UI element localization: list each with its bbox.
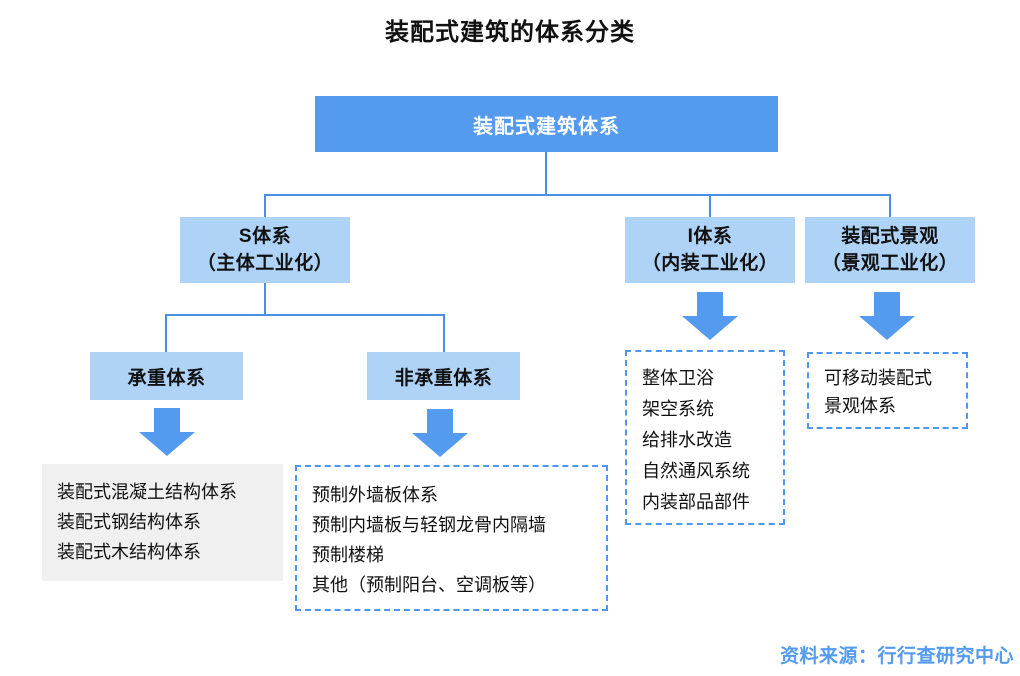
list-item: 自然通风系统 <box>642 461 750 481</box>
connector-line <box>545 152 547 196</box>
branch-node-i-system: I体系 （内装工业化） <box>625 217 795 283</box>
connector-line <box>264 194 266 217</box>
connector-line <box>264 194 891 196</box>
down-arrow-icon <box>139 408 195 456</box>
branch-node-subtitle: （内装工业化） <box>641 253 779 274</box>
node-load-bearing-system: 承重体系 <box>90 352 243 400</box>
connector-line <box>165 314 167 352</box>
branch-node-name: I体系 <box>687 226 733 247</box>
list-item: 架空系统 <box>642 399 714 419</box>
branch-node-subtitle: （主体工业化） <box>196 253 334 274</box>
branch-node-landscape: 装配式景观 （景观工业化） <box>805 217 975 283</box>
connector-line <box>709 194 711 217</box>
list-item: 预制外墙板体系 <box>312 485 438 505</box>
list-item: 整体卫浴 <box>642 368 714 388</box>
branch-node-name: 装配式景观 <box>841 226 939 247</box>
list-item: 预制内墙板与轻钢龙骨内隔墙 <box>312 515 546 535</box>
list-item: 装配式钢结构体系 <box>57 512 201 532</box>
source-note: 资料来源：行行查研究中心 <box>779 646 1014 667</box>
node-non-load-bearing-system: 非承重体系 <box>367 352 520 400</box>
connector-line <box>264 283 266 316</box>
leaf-box-interior-items: 整体卫浴 架空系统 给排水改造 自然通风系统 内装部品部件 <box>625 350 785 525</box>
down-arrow-icon <box>859 292 915 340</box>
node-label: 非承重体系 <box>394 367 493 389</box>
list-item: 装配式木结构体系 <box>57 542 201 562</box>
list-item: 给排水改造 <box>642 430 732 450</box>
list-item: 可移动装配式 <box>824 368 932 388</box>
branch-node-name: S体系 <box>238 226 292 247</box>
node-label: 承重体系 <box>127 367 206 389</box>
leaf-box-landscape-items: 可移动装配式 景观体系 <box>807 352 968 429</box>
branch-node-subtitle: （景观工业化） <box>821 253 959 274</box>
leaf-box-structure-systems: 装配式混凝土结构体系 装配式钢结构体系 装配式木结构体系 <box>42 464 283 581</box>
root-node-label: 装配式建筑体系 <box>473 115 620 138</box>
connector-line <box>443 314 445 352</box>
leaf-box-non-load-bearing-items: 预制外墙板体系 预制内墙板与轻钢龙骨内隔墙 预制楼梯 其他（预制阳台、空调板等） <box>295 465 608 611</box>
branch-node-s-system: S体系 （主体工业化） <box>180 217 350 283</box>
list-item: 内装部品部件 <box>642 492 750 512</box>
down-arrow-icon <box>412 409 468 457</box>
list-item: 预制楼梯 <box>312 545 384 565</box>
list-item: 景观体系 <box>824 396 896 416</box>
diagram-title: 装配式建筑的体系分类 <box>385 19 635 46</box>
down-arrow-icon <box>682 292 738 340</box>
list-item: 装配式混凝土结构体系 <box>57 482 237 502</box>
connector-line <box>165 314 445 316</box>
connector-line <box>889 194 891 217</box>
root-node-prefab-building-system: 装配式建筑体系 <box>315 96 778 152</box>
list-item: 其他（预制阳台、空调板等） <box>312 575 546 595</box>
